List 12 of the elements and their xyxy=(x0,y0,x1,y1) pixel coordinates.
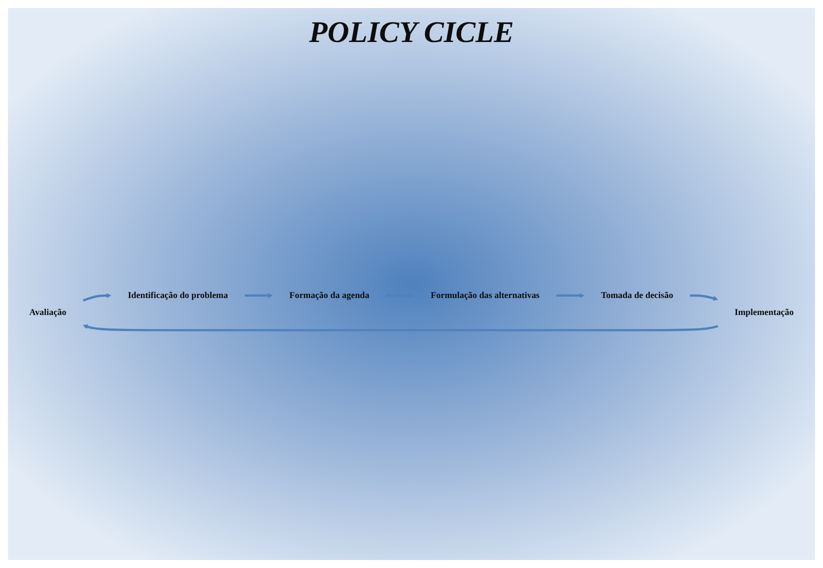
arrow xyxy=(690,294,718,300)
arrow xyxy=(82,292,112,302)
arrow xyxy=(556,292,584,298)
arrow xyxy=(82,324,718,331)
diagram-title: POLICY CICLE xyxy=(309,16,514,50)
node-text: Formulação das alternativas xyxy=(430,290,540,300)
node-text: Tomada de decisão xyxy=(600,290,674,300)
node-text: Avaliação xyxy=(29,308,66,318)
node-text: Implementação xyxy=(734,308,794,318)
node-text: Identificação do problema xyxy=(128,290,228,300)
arrow xyxy=(244,292,273,298)
node-text: Formação da agenda xyxy=(289,290,370,300)
